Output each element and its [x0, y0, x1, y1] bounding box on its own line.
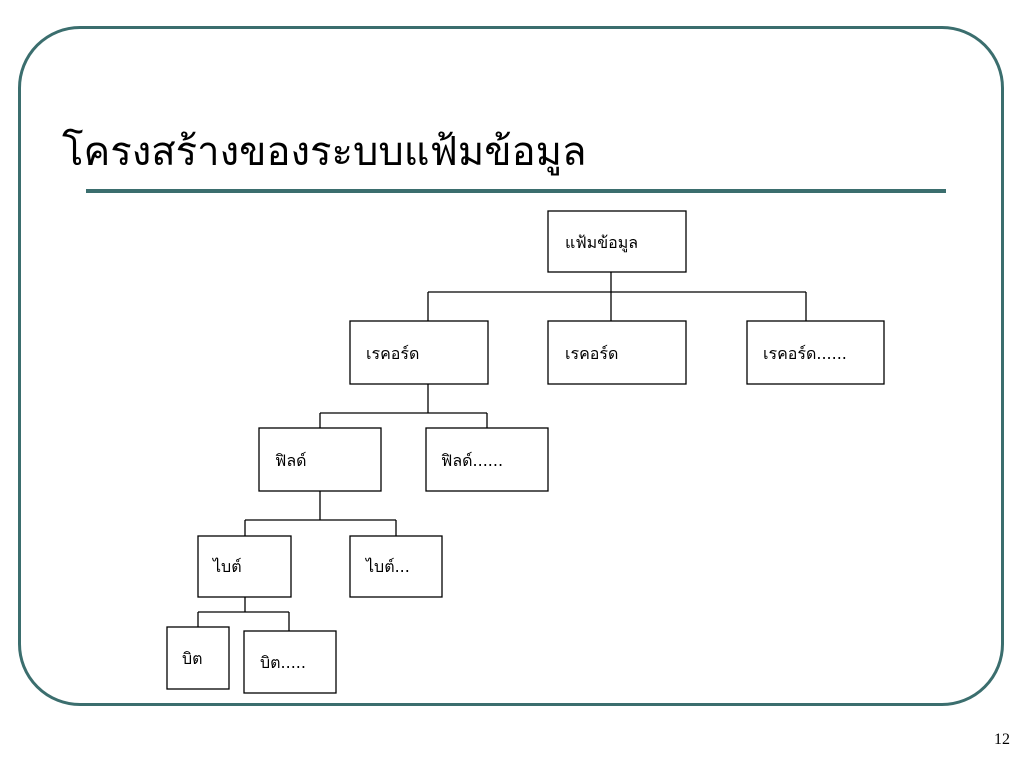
record-node-label: เรคอร์ด	[565, 344, 618, 363]
record-node-box	[547, 320, 687, 385]
bit-node-box	[243, 630, 337, 694]
node-boxes	[166, 210, 885, 694]
byte-node-box	[349, 535, 443, 598]
file-node-box	[547, 210, 687, 273]
slide-frame	[18, 26, 1004, 706]
record-node-label: เรคอร์ด	[366, 344, 419, 363]
byte-node-label: ไบต์...	[364, 557, 410, 576]
bit-node-box	[166, 626, 230, 690]
byte-node-label: ไบต์	[211, 557, 242, 576]
byte-node-box	[197, 535, 292, 598]
title-underline	[86, 189, 946, 193]
field-node-box	[258, 427, 382, 492]
record-node-box	[746, 320, 885, 385]
field-node-label: ฟิลด์......	[441, 451, 503, 470]
page-number: 12	[994, 731, 1010, 748]
field-node-box	[425, 427, 549, 492]
record-node-box	[349, 320, 489, 385]
bit-node-label: บิต.....	[260, 653, 306, 672]
bit-node-label: บิต	[182, 649, 203, 668]
connector-lines	[197, 272, 807, 631]
field-node-label: ฟิลด์	[275, 451, 307, 470]
file-node-label: แฟ้มข้อมูล	[565, 233, 638, 253]
node-labels: แฟ้มข้อมูล เรคอร์ด เรคอร์ด เรคอร์ด......…	[182, 233, 847, 672]
slide-title: โครงสร้างของระบบแฟ้มข้อมูล	[62, 129, 587, 175]
record-node-label: เรคอร์ด......	[763, 344, 847, 363]
